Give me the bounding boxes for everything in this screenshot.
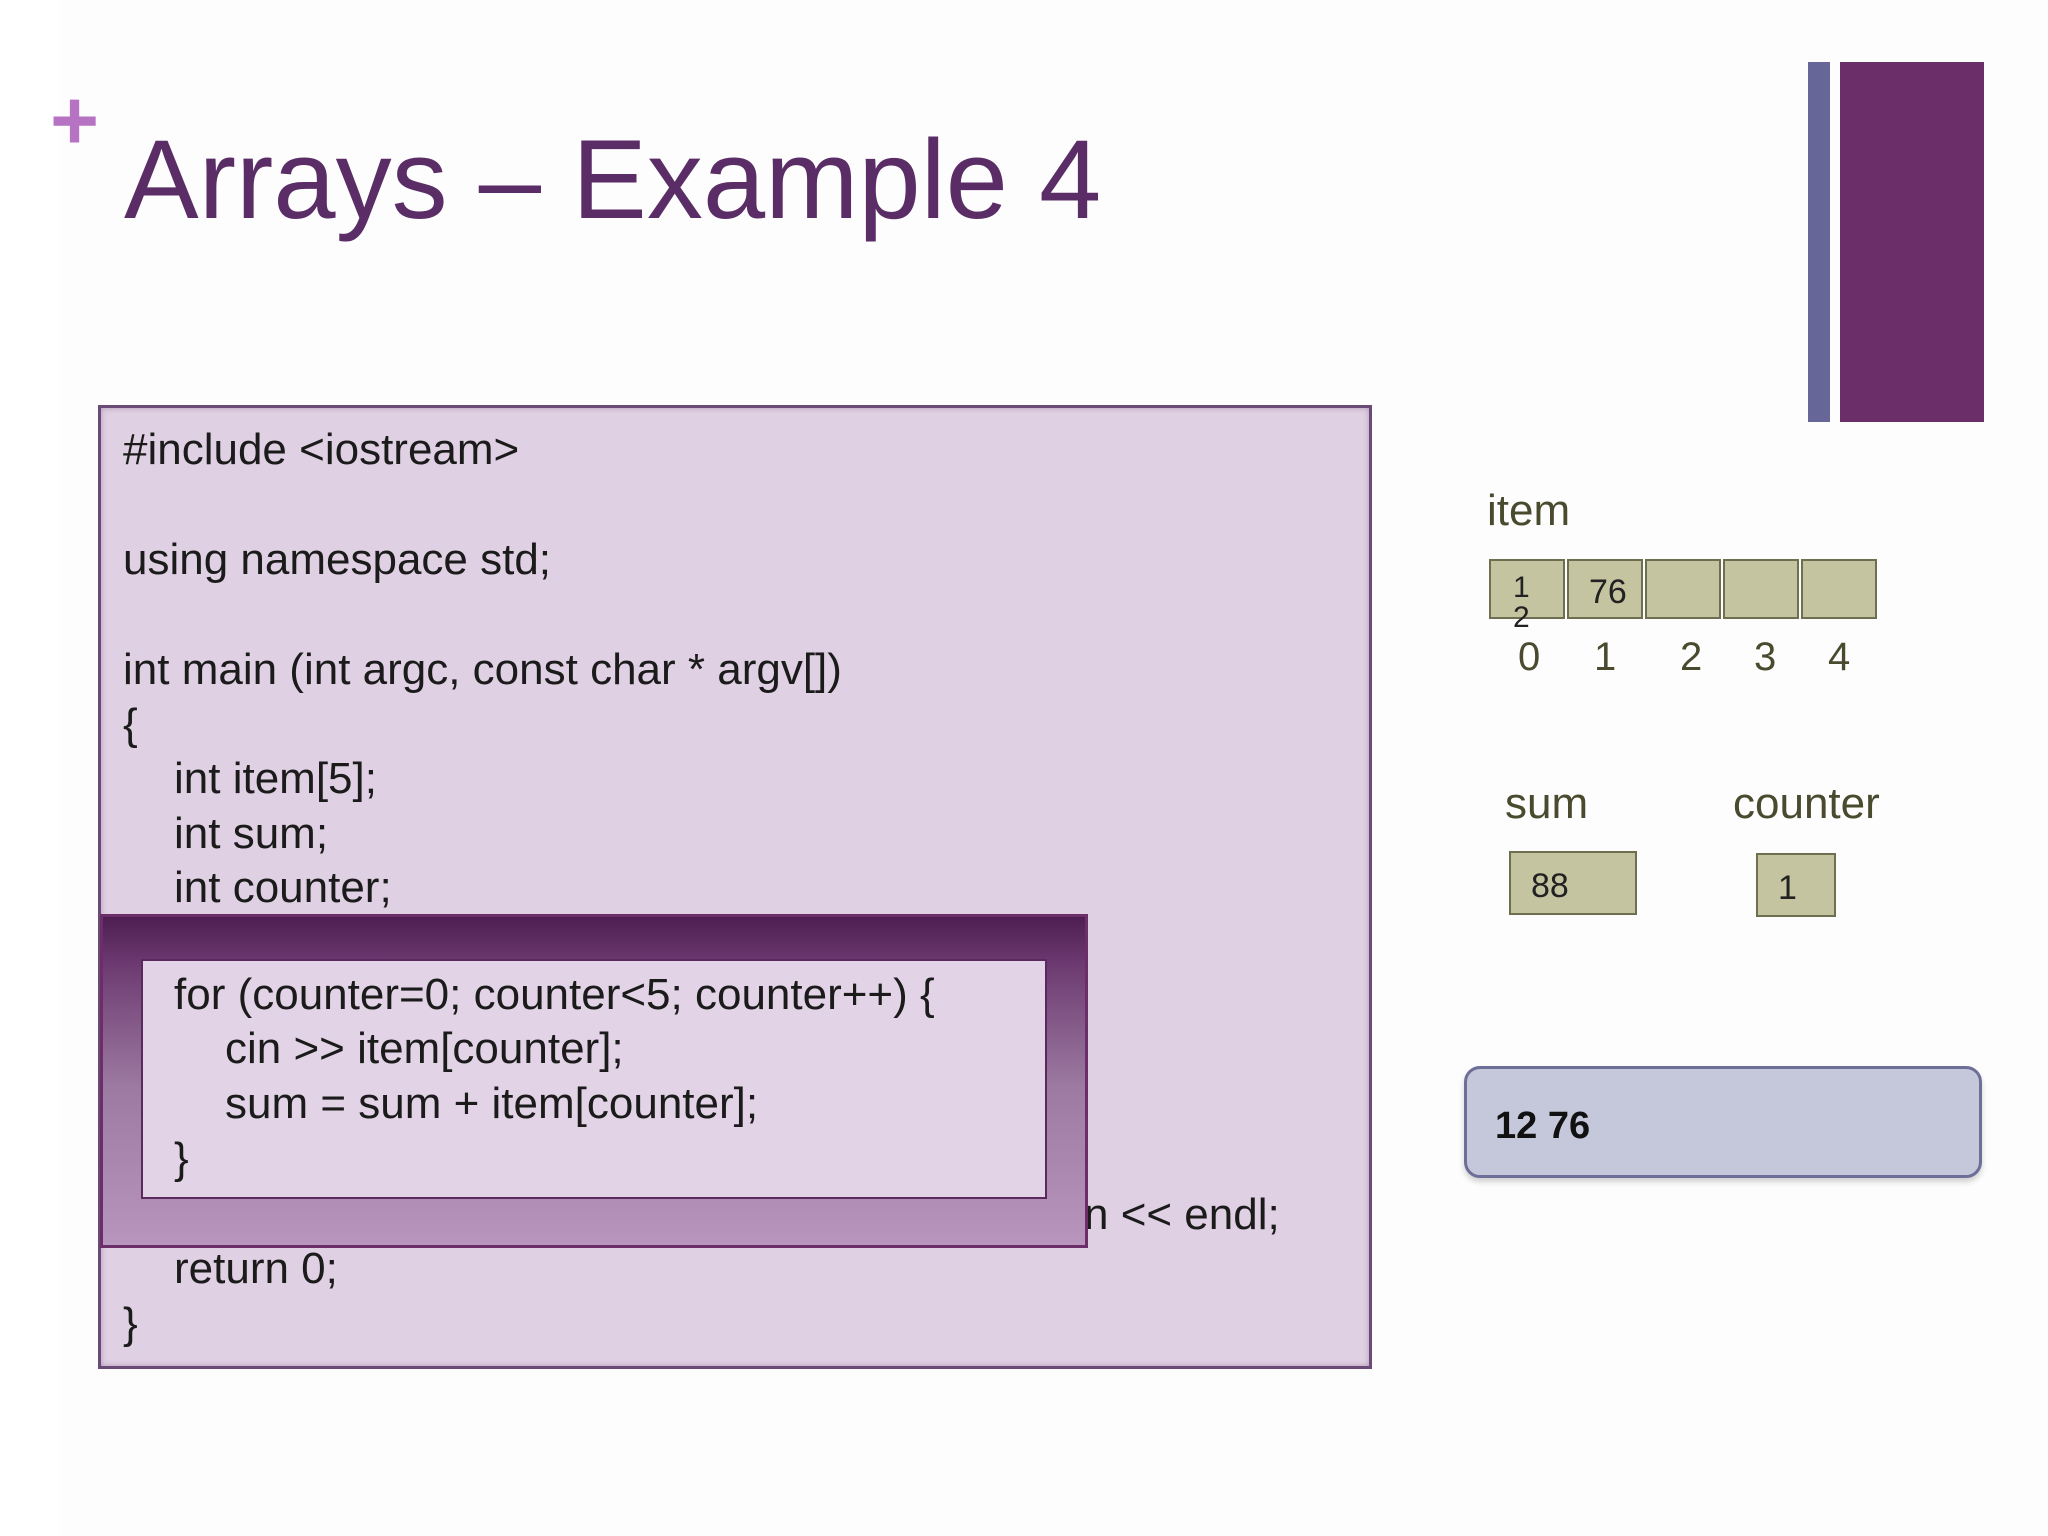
item-cell-0: 1 2 — [1489, 559, 1565, 633]
item-array-label: item — [1487, 486, 1571, 535]
highlight-frame: for (counter=0; counter<5; counter++) { … — [100, 914, 1088, 1248]
code-line-main: int main (int argc, const char * argv[]) — [123, 645, 842, 694]
code-line-loop-close: } — [174, 1134, 189, 1183]
item-index-2: 2 — [1680, 635, 1703, 679]
code-line-sum-assign: sum = sum + item[counter]; — [225, 1079, 759, 1128]
console-output-box: 12 76 — [1464, 1066, 1982, 1178]
counter-label: counter — [1733, 779, 1880, 828]
item-index-1: 1 — [1594, 635, 1617, 679]
highlight-loop-block: for (counter=0; counter<5; counter++) { … — [141, 959, 1047, 1199]
slide-title: Arrays – Example 4 — [124, 117, 1102, 242]
code-line-using: using namespace std; — [123, 535, 552, 584]
slide-margin — [0, 0, 60, 1536]
code-line-include: #include <iostream> — [123, 425, 520, 474]
plus-icon: + — [50, 73, 100, 167]
counter-value-box: 1 — [1756, 853, 1836, 917]
item-cell-3 — [1723, 559, 1799, 619]
sum-label: sum — [1505, 779, 1589, 828]
code-line-open-brace: { — [123, 700, 138, 749]
item-cell-1: 76 — [1567, 559, 1643, 619]
code-line-sum-decl: int sum; — [174, 809, 329, 858]
item-index-0: 0 — [1518, 635, 1541, 679]
code-line-counter-decl: int counter; — [174, 863, 392, 912]
item-index-3: 3 — [1754, 635, 1777, 679]
code-line-cin: cin >> item[counter]; — [225, 1024, 624, 1073]
accent-bar-thick — [1840, 62, 1984, 422]
item-cell-2 — [1645, 559, 1721, 619]
code-line-for: for (counter=0; counter<5; counter++) { — [174, 970, 935, 1019]
code-line-close-brace: } — [123, 1299, 138, 1348]
item-index-4: 4 — [1828, 635, 1851, 679]
item-cell-4 — [1801, 559, 1877, 619]
code-line-return: return 0; — [174, 1244, 338, 1293]
accent-bar-thin — [1808, 62, 1830, 422]
sum-value-box: 88 — [1509, 851, 1637, 915]
code-line-endl-fragment: n << endl; — [1084, 1190, 1280, 1239]
code-line-item-decl: int item[5]; — [174, 754, 377, 803]
console-output-text: 12 76 — [1495, 1105, 1591, 1147]
